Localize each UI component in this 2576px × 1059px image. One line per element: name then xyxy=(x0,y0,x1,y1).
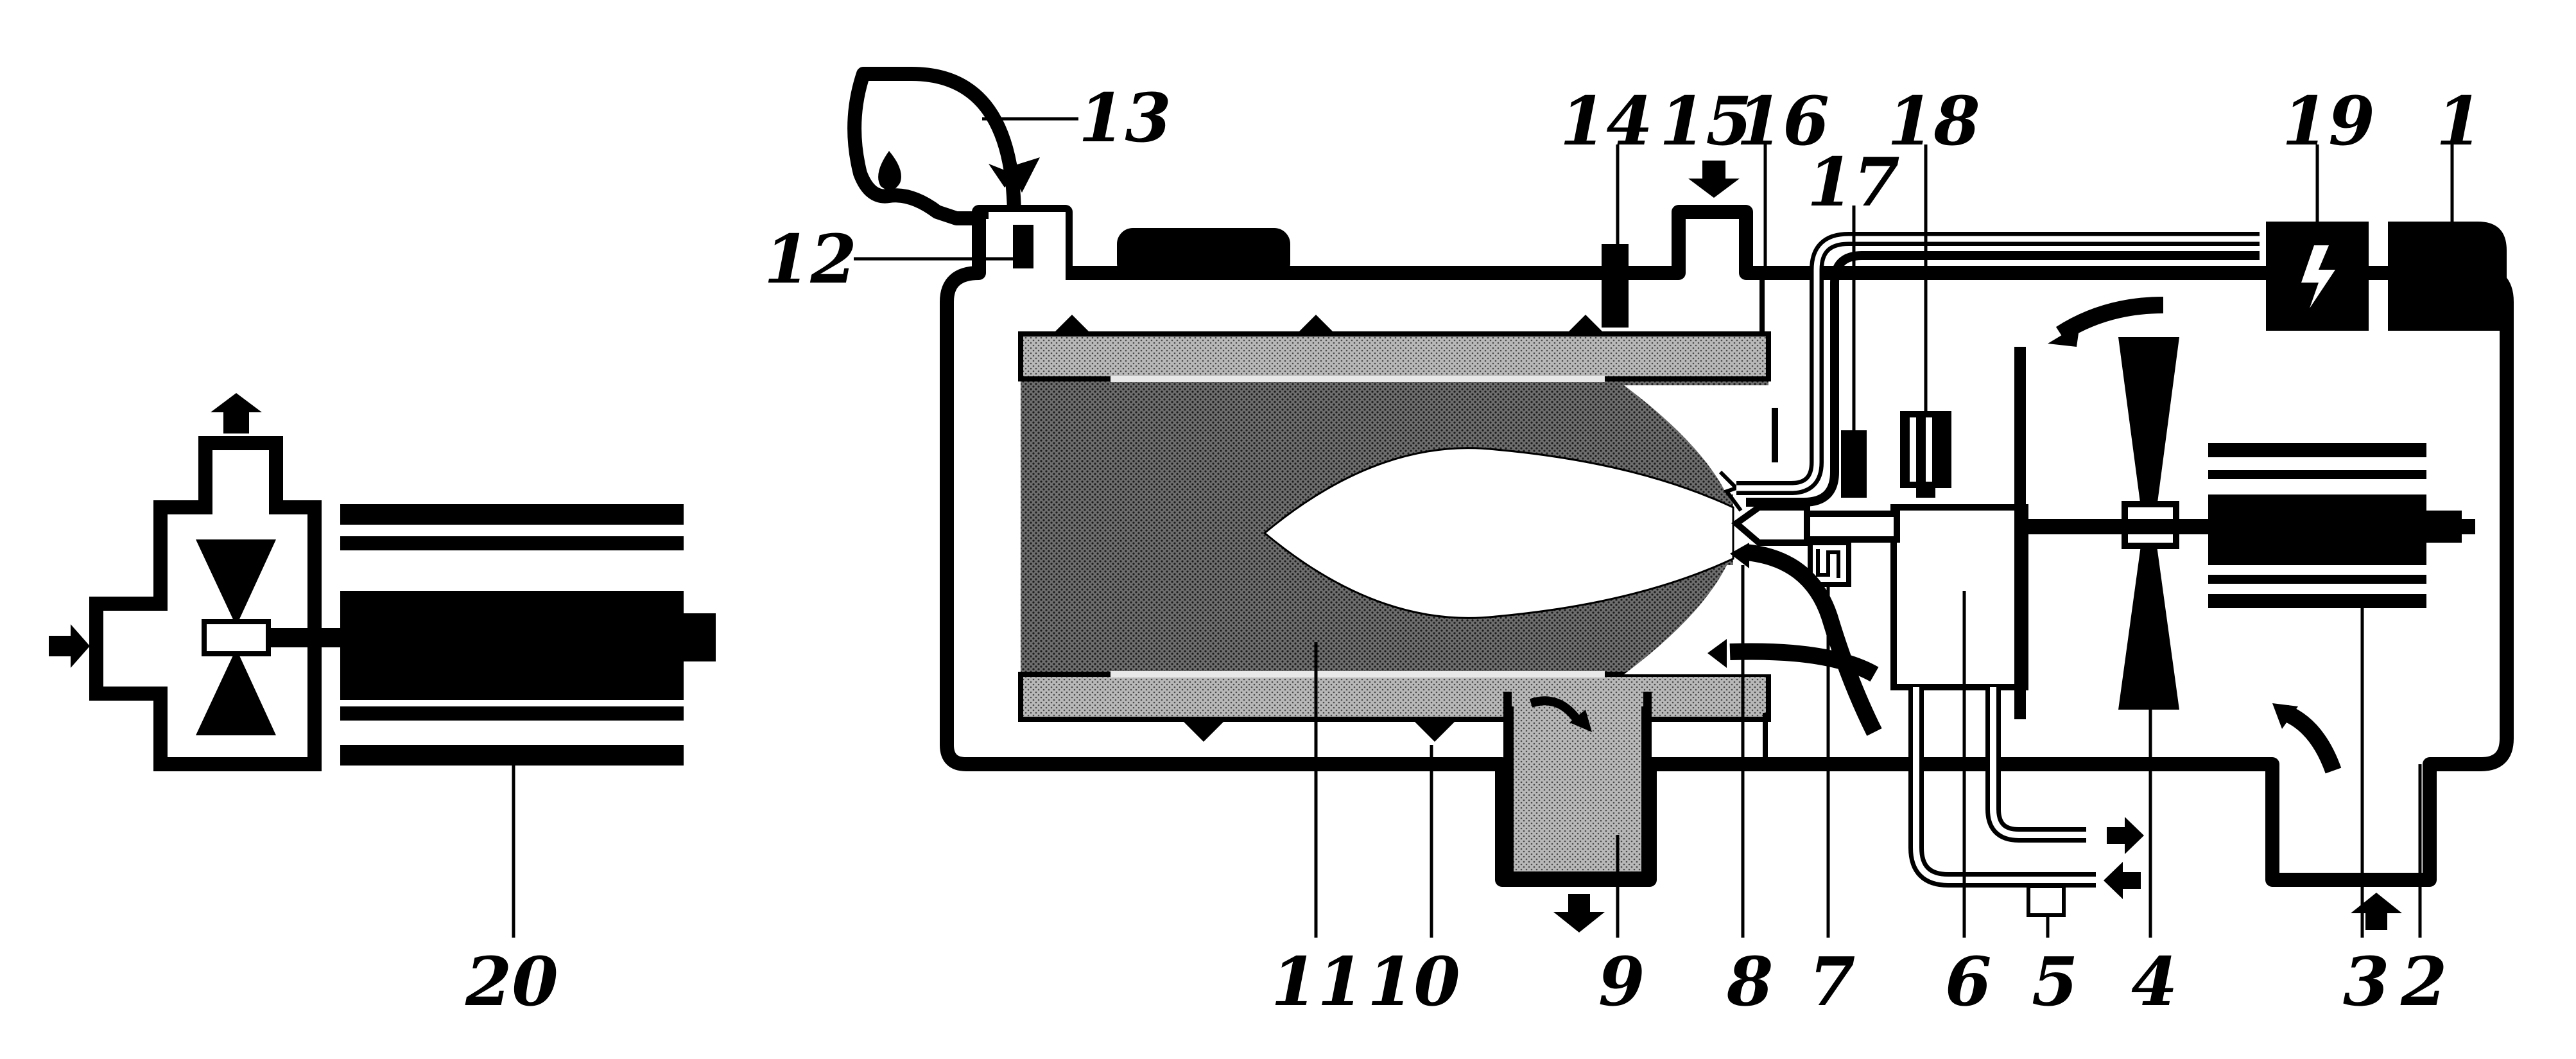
fan-baffle xyxy=(2014,347,2026,719)
blower-motor-3 xyxy=(2208,443,2462,608)
fin-top-1 xyxy=(1053,315,1091,334)
coolant-pipe-out-inner xyxy=(1990,687,2086,838)
pump-motor-stripe xyxy=(340,536,684,550)
arrow-pump-in xyxy=(49,624,90,668)
label-18: 18 xyxy=(1887,82,1980,161)
heat-exchanger-bottom-wall xyxy=(1018,672,1771,722)
combustion-flame xyxy=(1263,447,1734,619)
pump-motor-body xyxy=(340,591,684,700)
overheat-sensor-14 xyxy=(1602,244,1629,328)
label-11: 11 xyxy=(1271,942,1364,1021)
arrow-pipe-in xyxy=(2104,862,2141,899)
label-14: 14 xyxy=(1560,82,1653,161)
arrow-air-in-15 xyxy=(1688,161,1740,198)
arrow-exhaust xyxy=(989,157,1040,193)
label-8: 8 xyxy=(1726,942,1773,1021)
arrow-airflow-s-head xyxy=(1730,543,1749,568)
fuel-line-inner xyxy=(1736,236,2260,491)
label-12: 12 xyxy=(764,220,857,299)
arrow-airflow-top-head xyxy=(2048,324,2080,347)
pump-hub xyxy=(202,619,271,656)
part-number-labels: 13 12 14 15 16 17 18 19 1 20 11 10 9 8 7… xyxy=(465,78,2482,1021)
fuel-line-outer-2 xyxy=(1746,251,2260,507)
label-13: 13 xyxy=(1078,78,1171,157)
label-7: 7 xyxy=(1809,942,1855,1021)
top-control-pad xyxy=(1117,228,1290,279)
lightning-icon xyxy=(2301,245,2335,308)
pump-motor-shaft-end xyxy=(684,613,716,661)
label-20: 20 xyxy=(465,942,558,1021)
heater-unit xyxy=(847,67,2514,938)
pump-housing xyxy=(89,436,322,771)
pump-motor-top-band xyxy=(340,504,684,525)
fin-top-2 xyxy=(1297,315,1335,334)
label-19: 19 xyxy=(2282,82,2375,161)
label-10: 10 xyxy=(1367,942,1460,1021)
coolant-pipe-in-inner xyxy=(1913,687,2096,883)
component-18 xyxy=(1900,411,1951,498)
air-duct xyxy=(1804,511,1900,543)
exhaust-outlet-9 xyxy=(1503,692,1652,882)
label-4: 4 xyxy=(2131,942,2177,1021)
component-17 xyxy=(1841,430,1867,498)
arrow-exhaust-out-9 xyxy=(1553,894,1605,932)
pump-impeller-top xyxy=(196,539,276,626)
blower-blade-bottom xyxy=(2118,546,2179,710)
label-3: 3 xyxy=(2343,942,2389,1021)
glow-spark xyxy=(1718,470,1743,512)
component-5 xyxy=(2027,884,2066,917)
arrow-flue-curve xyxy=(1529,696,1583,726)
label-1: 1 xyxy=(2436,82,2482,161)
label-9: 9 xyxy=(1598,942,1645,1021)
label-16: 16 xyxy=(1736,82,1829,161)
exhaust-silencer xyxy=(847,67,1021,225)
arrow-airflow-left-head xyxy=(1707,639,1727,668)
pump-impeller-bottom xyxy=(196,649,276,735)
blower-blade-top xyxy=(2118,337,2179,507)
label-5: 5 xyxy=(2032,942,2078,1021)
burner-opening xyxy=(1624,385,1772,674)
arrow-air-inlet-2 xyxy=(2351,893,2402,930)
arrow-pipe-out xyxy=(2107,817,2144,854)
arrow-airflow-in xyxy=(2281,705,2342,774)
leader-lines xyxy=(854,117,2454,938)
pump-shaft xyxy=(268,628,345,647)
arrow-pump-out xyxy=(211,393,262,433)
fin-bot-2 xyxy=(1412,719,1457,742)
control-unit-1 xyxy=(2388,222,2507,331)
arrow-airflow-in-head xyxy=(2272,703,2298,729)
pump-motor-bottom-band xyxy=(340,745,684,766)
label-17: 17 xyxy=(1807,143,1900,222)
pump-motor-stripe-low xyxy=(340,706,684,721)
label-15: 15 xyxy=(1659,82,1752,161)
label-2: 2 xyxy=(2400,942,2447,1021)
arrow-airflow-top xyxy=(2055,297,2164,341)
circulation-pump xyxy=(49,393,716,938)
heat-exchanger-top-wall xyxy=(1018,331,1771,381)
fin-top-3 xyxy=(1566,315,1605,334)
exhaust-temp-sensor-12 xyxy=(1013,225,1033,268)
fuel-drop xyxy=(878,151,901,191)
fan-housing-6 xyxy=(1890,504,2028,690)
label-6: 6 xyxy=(1945,942,1991,1021)
arrow-flue-curve-head xyxy=(1569,710,1592,732)
arrow-airflow-left xyxy=(1729,643,1879,682)
fin-bot-1 xyxy=(1181,719,1226,742)
